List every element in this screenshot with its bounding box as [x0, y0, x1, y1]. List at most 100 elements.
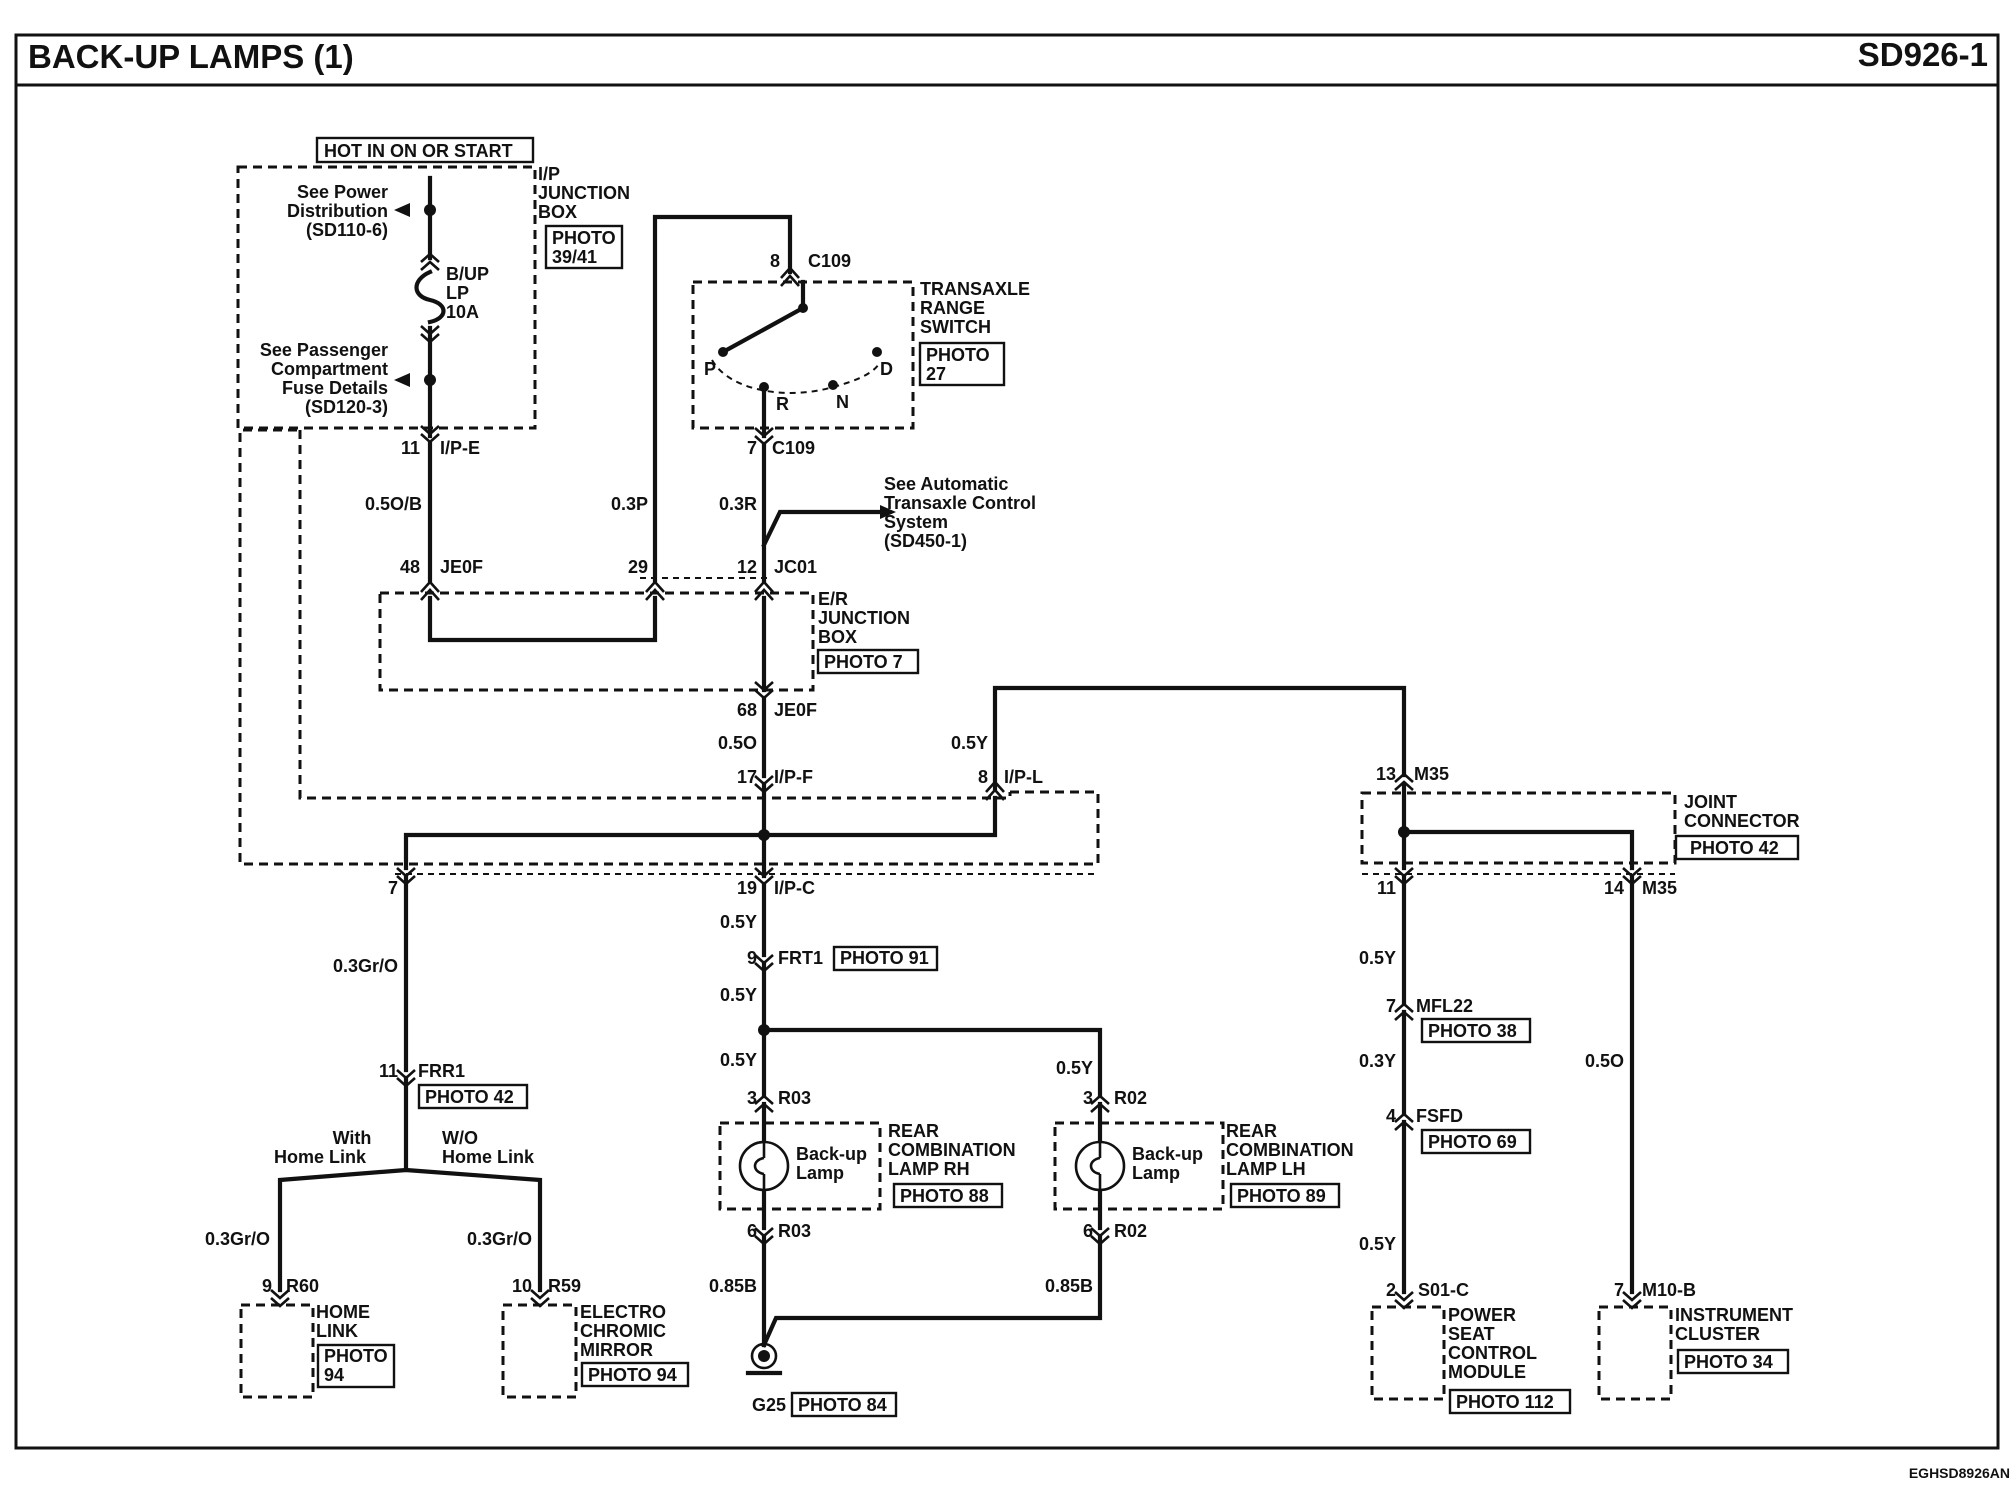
ip-jb-name-3: BOX: [538, 202, 577, 222]
electro-chromic-mirror-boundary: [501, 1303, 578, 1399]
frr1-pin: 11: [379, 1061, 398, 1081]
je0f-48-pin: 48: [400, 557, 420, 577]
m35-b: M35: [1642, 878, 1677, 898]
lamp-lh-name-2: COMBINATION: [1226, 1140, 1354, 1160]
ip-junction-box-boundary: [236, 165, 1100, 866]
ipf-pin: 17: [737, 767, 757, 787]
cluster-name-1: INSTRUMENT: [1675, 1305, 1793, 1325]
ip-jb-photo-box: [544, 224, 624, 270]
atcs-1: See Automatic: [884, 474, 1008, 494]
jc01-name: JC01: [774, 557, 817, 577]
joint-name-1: JOINT: [1684, 792, 1737, 812]
home-link-boundary: [239, 1303, 315, 1399]
wire-03y: 0.3Y: [1359, 1051, 1396, 1071]
er-jb-labels: E/R JUNCTION BOX PHOTO 7: [818, 589, 910, 672]
switch-pos-n: N: [836, 392, 849, 412]
wo-home-link-2: Home Link: [442, 1147, 535, 1167]
atcs-4: (SD450-1): [884, 531, 967, 551]
s01c-name: S01-C: [1418, 1280, 1469, 1300]
joint-labels: JOINT CONNECTOR PHOTO 42: [1684, 792, 1800, 858]
ipl-pin: 8: [978, 767, 988, 787]
r02-pin3: 3: [1083, 1088, 1093, 1108]
lamp-lh-photo: PHOTO 89: [1237, 1186, 1326, 1206]
ground-name: G25: [752, 1395, 786, 1415]
switch-name-2: RANGE: [920, 298, 985, 318]
home-link-photo-box: [316, 1343, 396, 1389]
joint-photo: PHOTO 42: [1690, 838, 1779, 858]
joint-connector-boundary: [1360, 791, 1677, 865]
bulb-lh-icon: [1074, 1140, 1126, 1192]
with-home-link-2: Home Link: [274, 1147, 367, 1167]
frr1-photo: PHOTO 42: [425, 1087, 514, 1107]
lamp-rh-name-3: LAMP RH: [888, 1159, 970, 1179]
wo-home-link-1: W/O: [442, 1128, 478, 1148]
frt1-photo-box: [832, 945, 939, 972]
fuse-b-up-lp-10a: [414, 252, 446, 344]
m10b-pin: 7: [1614, 1280, 1624, 1300]
wire-05y-b: 0.5Y: [720, 985, 757, 1005]
see-power-1: See Power: [297, 182, 388, 202]
frr1-name: FRR1: [418, 1061, 465, 1081]
lamp-lh-name-1: REAR: [1226, 1121, 1277, 1141]
frt1-name: FRT1: [778, 948, 823, 968]
r59-name: R59: [548, 1276, 581, 1296]
seat-photo-box: [1448, 1388, 1572, 1415]
mirror-name-2: CHROMIC: [580, 1321, 666, 1341]
see-fuse-4: (SD120-3): [305, 397, 388, 417]
wire-05y-m35: 0.5Y: [1359, 948, 1396, 968]
ipe-pin: 11: [401, 438, 420, 458]
lamp-rh-photo-box: [892, 1182, 1004, 1209]
home-link-name-1: HOME: [316, 1302, 370, 1322]
er-jb-photo-box: [816, 648, 920, 675]
seat-labels: POWER SEAT CONTROL MODULE PHOTO 112: [1448, 1305, 1554, 1412]
switch-labels: 8 C109 TRANSAXLE RANGE SWITCH PHOTO 27 P…: [704, 251, 1030, 458]
switch-pos-r: R: [776, 394, 789, 414]
lamp-rh-name-2: COMBINATION: [888, 1140, 1016, 1160]
wire-03gro: 0.3Gr/O: [333, 956, 398, 976]
ground-photo: PHOTO 84: [798, 1395, 887, 1415]
pin-7: 7: [388, 878, 398, 898]
r59-pin: 10: [512, 1276, 532, 1296]
fuse-label-2: LP: [446, 283, 469, 303]
er-jb-name-3: BOX: [818, 627, 857, 647]
ground-labels: G25 PHOTO 84: [752, 1395, 887, 1415]
wire-05y-rh: 0.5Y: [720, 1050, 757, 1070]
jc01-pin: 12: [737, 557, 757, 577]
switch-photo-1: PHOTO: [926, 345, 990, 365]
splices: [424, 204, 1410, 1036]
r02-a: R02: [1114, 1088, 1147, 1108]
home-link-name-2: LINK: [316, 1321, 358, 1341]
lamp-rh-photo: PHOTO 88: [900, 1186, 989, 1206]
fsfd-photo: PHOTO 69: [1428, 1132, 1517, 1152]
switch-pin-bottom: 7: [747, 438, 757, 458]
atcs-3: System: [884, 512, 948, 532]
wire-085b-lh: 0.85B: [1045, 1276, 1093, 1296]
switch-pin-top: 8: [770, 251, 780, 271]
home-link-photo-1: PHOTO: [324, 1346, 388, 1366]
wire-05o-m35: 0.5O: [1585, 1051, 1624, 1071]
cluster-photo-box: [1676, 1348, 1790, 1375]
connector-chevrons: [270, 266, 1642, 1310]
er-jb-name-1: E/R: [818, 589, 848, 609]
cluster-name-2: CLUSTER: [1675, 1324, 1760, 1344]
wire-05y-s01: 0.5Y: [1359, 1234, 1396, 1254]
switch-name-3: SWITCH: [920, 317, 991, 337]
r02-b: R02: [1114, 1221, 1147, 1241]
diagram-frame: [14, 33, 2000, 1450]
switch-pos-p: P: [704, 359, 716, 379]
m10b-name: M10-B: [1642, 1280, 1696, 1300]
wire-085b-rh: 0.85B: [709, 1276, 757, 1296]
see-power-2: Distribution: [287, 201, 388, 221]
lamp-rh-labels: Back-up Lamp REAR COMBINATION LAMP RH PH…: [796, 1121, 1016, 1206]
arrow-atcs: [880, 505, 896, 519]
hot-label-box: [315, 136, 535, 164]
er-jb-name-2: JUNCTION: [818, 608, 910, 628]
r03-pin6: 6: [747, 1221, 757, 1241]
s01c-pin: 2: [1386, 1280, 1396, 1300]
hot-label: HOT IN ON OR START: [324, 141, 513, 161]
ground-icon: [745, 1342, 783, 1376]
frr1-photo-box: [417, 1083, 529, 1110]
fuse-label-3: 10A: [446, 302, 479, 322]
lamp-lh-name-3: LAMP LH: [1226, 1159, 1306, 1179]
